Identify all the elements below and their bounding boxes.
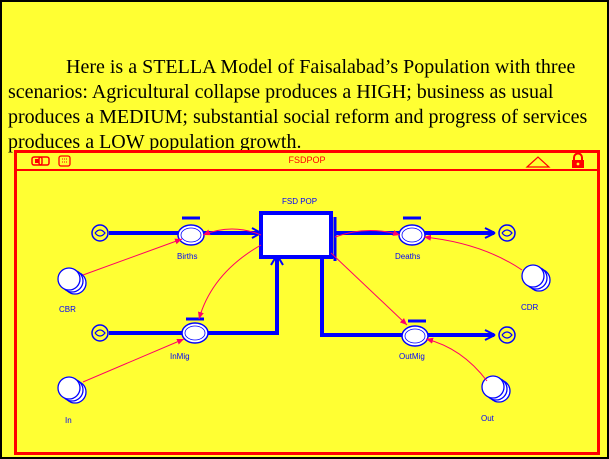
converter-label-in: In — [65, 416, 72, 425]
converter-cdr[interactable]: CDR — [521, 264, 551, 312]
sink-cloud-deaths[interactable] — [498, 224, 516, 242]
flow-label-births: Births — [177, 252, 197, 261]
map-layer-icon[interactable] — [31, 155, 55, 167]
connector-out-outmig[interactable] — [425, 337, 488, 382]
window-title: FSDPOP — [288, 155, 326, 165]
model-layer-icon[interactable] — [57, 155, 73, 167]
connector-pop-births[interactable] — [202, 228, 262, 236]
converter-cbr[interactable]: CBR — [57, 267, 87, 314]
connector-in-inmig[interactable] — [82, 338, 185, 383]
converter-label-cbr: CBR — [59, 305, 76, 314]
converter-label-cdr: CDR — [521, 303, 539, 312]
connector-pop-deaths[interactable] — [334, 229, 401, 238]
flow-deaths[interactable]: Deaths — [395, 216, 426, 261]
flow-label-deaths: Deaths — [395, 252, 420, 261]
stella-model-window[interactable]: FSDPOP — [14, 150, 600, 455]
converter-out[interactable]: Out — [481, 375, 511, 423]
stock-fsd-pop[interactable]: FSD POP — [259, 197, 337, 261]
lock-icon[interactable] — [570, 153, 586, 169]
window-title-bar[interactable]: FSDPOP — [17, 153, 597, 171]
connector-pop-outmig[interactable] — [330, 252, 408, 326]
flow-label-inmig: InMig — [170, 352, 190, 361]
sink-cloud-outmig[interactable] — [498, 326, 516, 344]
converter-label-out: Out — [481, 414, 495, 423]
flow-inmig[interactable]: InMig — [170, 317, 209, 361]
source-cloud-births[interactable] — [91, 224, 109, 242]
stella-model-diagram: FSD POP Births Deaths InMig — [57, 197, 551, 425]
connector-pop-inmig[interactable] — [198, 244, 262, 320]
converter-in[interactable]: In — [57, 376, 87, 425]
slide-body-text: Here is a STELLA Model of Faisalabad’s P… — [8, 56, 588, 153]
flow-label-outmig: OutMig — [399, 352, 425, 361]
stock-label: FSD POP — [282, 197, 317, 206]
connector-cdr-deaths[interactable] — [423, 234, 523, 271]
up-arrow-icon[interactable] — [525, 155, 551, 168]
connector-cbr-births[interactable] — [82, 238, 183, 276]
source-cloud-inmig[interactable] — [91, 324, 109, 342]
flow-outmig[interactable]: OutMig — [399, 319, 429, 361]
connectors — [82, 228, 523, 383]
